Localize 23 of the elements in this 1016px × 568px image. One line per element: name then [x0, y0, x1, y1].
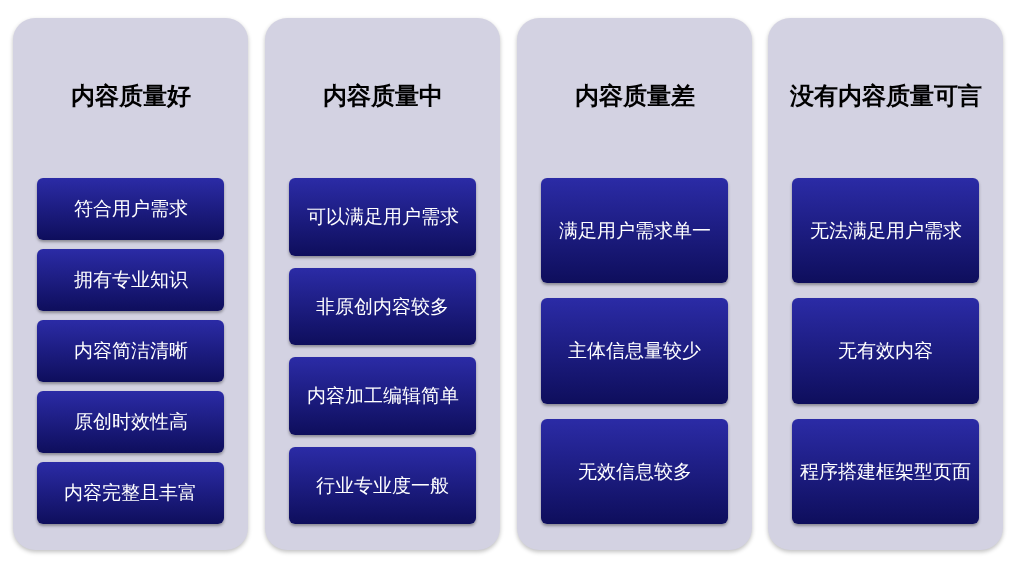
item-box: 内容简洁清晰 [37, 320, 224, 382]
item-box: 行业专业度一般 [289, 446, 476, 524]
item-box: 原创时效性高 [37, 391, 224, 453]
item-box: 无法满足用户需求 [792, 178, 979, 284]
item-box: 内容加工编辑简单 [289, 357, 476, 435]
column-panel [768, 18, 1003, 550]
column-heading: 内容质量差 [574, 81, 695, 112]
item-box: 可以满足用户需求 [289, 178, 476, 256]
column-panel [517, 18, 752, 550]
item-box: 无有效内容 [792, 298, 979, 404]
column-panel [13, 18, 248, 550]
item-box: 拥有专业知识 [37, 249, 224, 311]
item-box: 主体信息量较少 [541, 298, 728, 404]
item-box: 无效信息较多 [541, 418, 728, 524]
item-box: 程序搭建框架型页面 [792, 418, 979, 524]
column-heading: 内容质量好 [70, 81, 191, 112]
column-heading: 没有内容质量可言 [789, 81, 982, 112]
item-box: 非原创内容较多 [289, 267, 476, 345]
column-heading: 内容质量中 [322, 81, 443, 112]
item-box: 内容完整且丰富 [37, 462, 224, 524]
column-panel [265, 18, 500, 550]
item-box: 符合用户需求 [37, 178, 224, 240]
item-box: 满足用户需求单一 [541, 178, 728, 284]
